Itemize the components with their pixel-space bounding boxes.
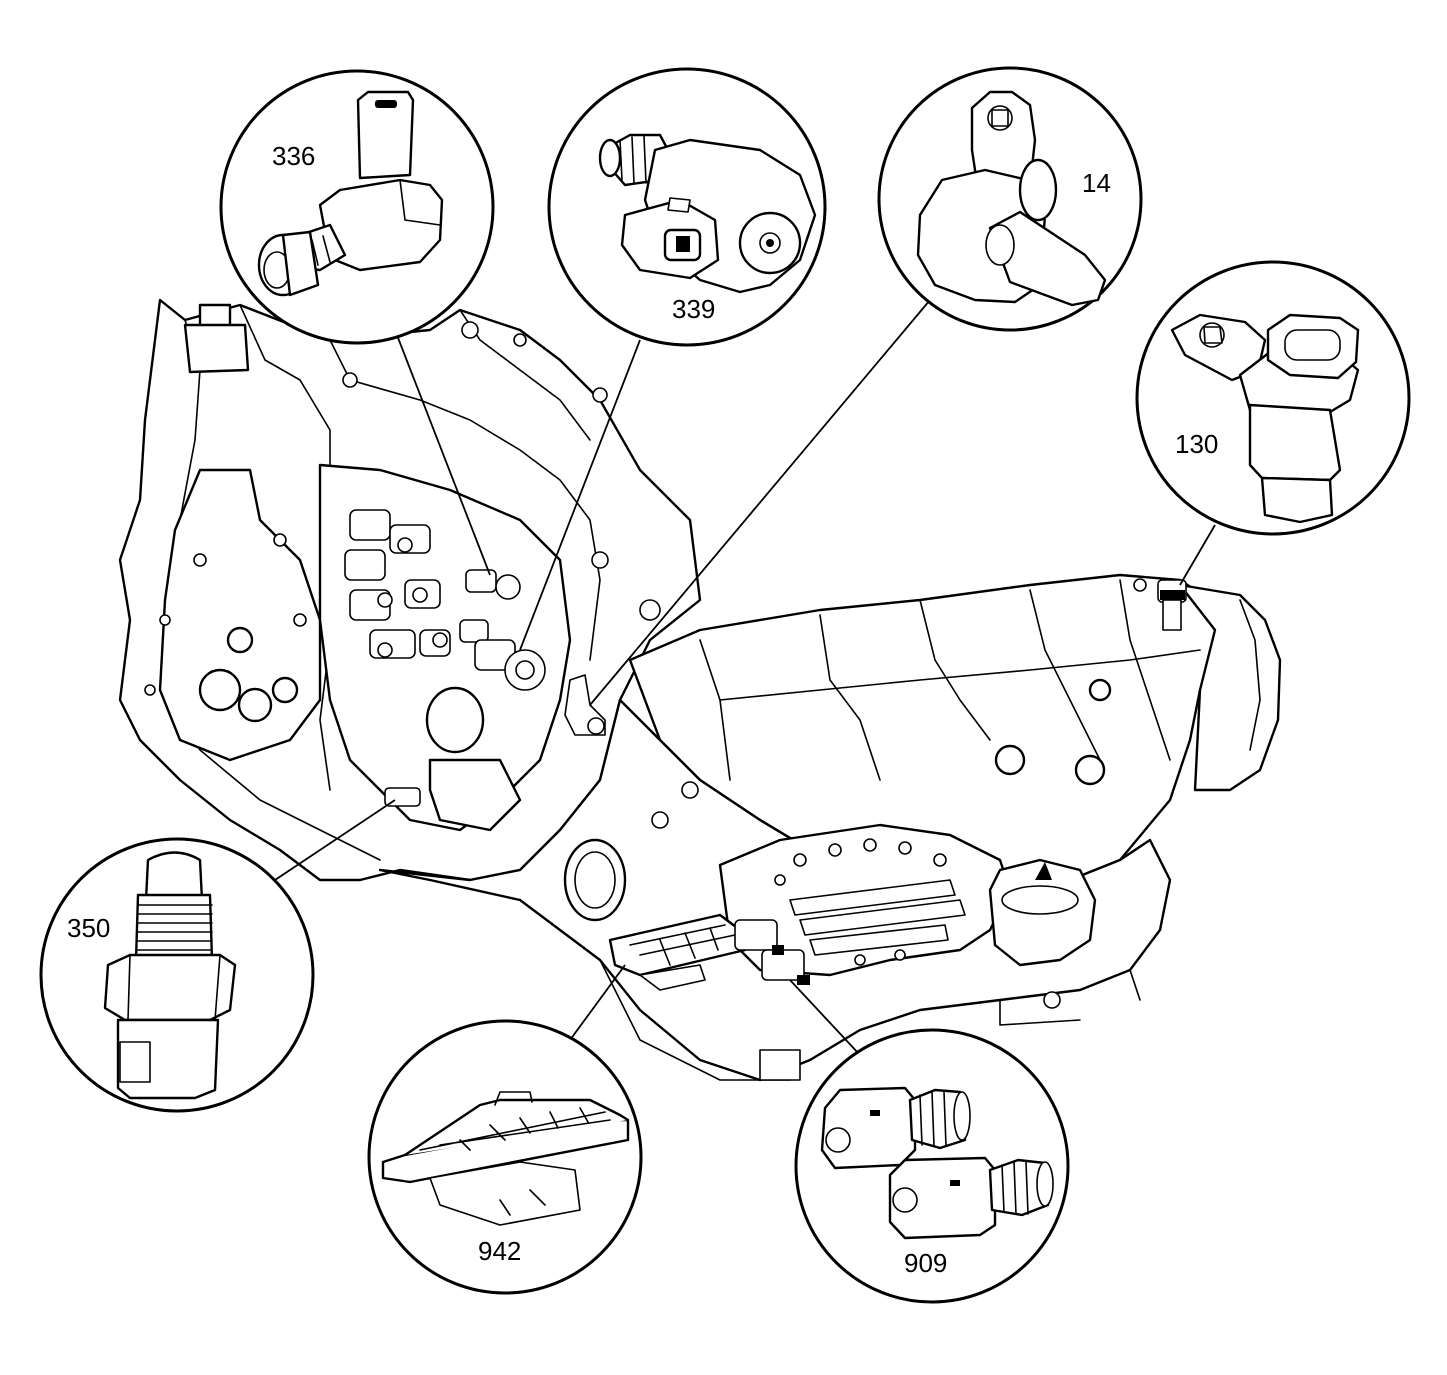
pressure-switch-location bbox=[734, 919, 810, 985]
callout-label-942: 942 bbox=[478, 1236, 521, 1266]
callout-339: 339 bbox=[547, 67, 827, 347]
speed-sensor-icon bbox=[1170, 313, 1360, 524]
leader-339 bbox=[519, 339, 641, 651]
shift-solenoid-icon bbox=[598, 133, 817, 294]
callout-label-339: 339 bbox=[672, 294, 715, 324]
callout-130: 130 bbox=[1135, 260, 1411, 536]
solenoid-stack bbox=[344, 509, 451, 659]
speed-sensor-location bbox=[1157, 579, 1187, 631]
pressure-control-solenoid-icon bbox=[257, 90, 444, 297]
callout-14: 14 bbox=[877, 66, 1143, 332]
leader-350 bbox=[274, 799, 396, 881]
range-switch-location bbox=[564, 674, 606, 736]
leader-942 bbox=[569, 964, 626, 1041]
callout-350: 350 bbox=[39, 837, 315, 1113]
valve-spools bbox=[774, 838, 966, 966]
temperature-sensor-icon bbox=[103, 851, 237, 1100]
tail-housing bbox=[1178, 583, 1282, 792]
shift-solenoid-location bbox=[459, 619, 546, 691]
leader-lines bbox=[274, 299, 1216, 1056]
leader-909 bbox=[789, 979, 861, 1056]
callout-909: 909 bbox=[794, 1028, 1070, 1304]
pressure-switch-icon bbox=[820, 1086, 1054, 1240]
callout-label-14: 14 bbox=[1082, 168, 1111, 198]
pcs-solenoid-location bbox=[465, 569, 521, 600]
callout-942: 942 bbox=[367, 1019, 643, 1295]
filter-housing-icon bbox=[381, 1091, 630, 1226]
position-switch-icon bbox=[916, 90, 1107, 307]
callout-label-336: 336 bbox=[272, 141, 315, 171]
leader-14 bbox=[589, 299, 931, 706]
leader-130 bbox=[1179, 524, 1216, 586]
callout-336: 336 bbox=[219, 69, 495, 345]
callout-label-130: 130 bbox=[1175, 429, 1218, 459]
transmission-assembly bbox=[118, 298, 1282, 1082]
leader-336 bbox=[394, 329, 491, 576]
fluid-filter-location bbox=[608, 913, 747, 991]
callout-label-909: 909 bbox=[904, 1248, 947, 1278]
callout-label-350: 350 bbox=[67, 913, 110, 943]
